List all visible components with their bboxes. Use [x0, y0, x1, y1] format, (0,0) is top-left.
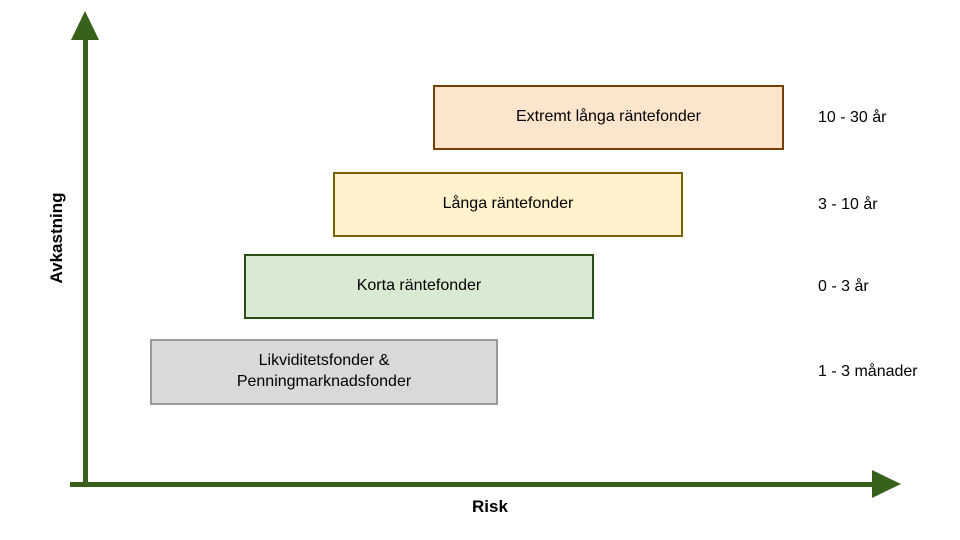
- duration-text: 10 - 30 år: [818, 108, 887, 126]
- x-axis-arrowhead-icon: [872, 470, 901, 498]
- fund-box-label: Långa räntefonder: [442, 195, 574, 213]
- fund-box-extremt-langa-rantefonder: Extremt långa räntefonder: [433, 85, 784, 150]
- duration-label-0-3-ar: 0 - 3 år: [818, 254, 960, 319]
- x-axis-label: Risk: [472, 497, 508, 516]
- duration-text: 0 - 3 år: [818, 277, 869, 295]
- fund-box-label: Korta räntefonder: [356, 277, 482, 295]
- y-axis-line: [83, 36, 88, 487]
- duration-label-1-3-manader: 1 - 3 månader: [818, 339, 960, 405]
- fund-box-label-line1: Likviditetsfonder &: [258, 352, 390, 370]
- duration-label-3-10-ar: 3 - 10 år: [818, 172, 960, 237]
- fund-box-likviditetsfonder-penningmarknadsfonder: Likviditetsfonder & Penningmarknadsfonde…: [150, 339, 498, 405]
- x-axis-line: [70, 482, 873, 487]
- fund-box-label-line2: Penningmarknadsfonder: [236, 373, 412, 390]
- duration-text: 3 - 10 år: [818, 195, 878, 213]
- fund-box-korta-rantefonder: Korta räntefonder: [244, 254, 594, 319]
- y-axis-arrowhead-icon: [71, 11, 99, 40]
- fund-box-langa-rantefonder: Långa räntefonder: [333, 172, 683, 237]
- duration-text: 1 - 3 månader: [818, 363, 918, 380]
- fund-box-label: Extremt långa räntefonder: [516, 108, 701, 126]
- y-axis-label: Avkastning: [47, 192, 66, 284]
- duration-label-10-30-ar: 10 - 30 år: [818, 85, 960, 150]
